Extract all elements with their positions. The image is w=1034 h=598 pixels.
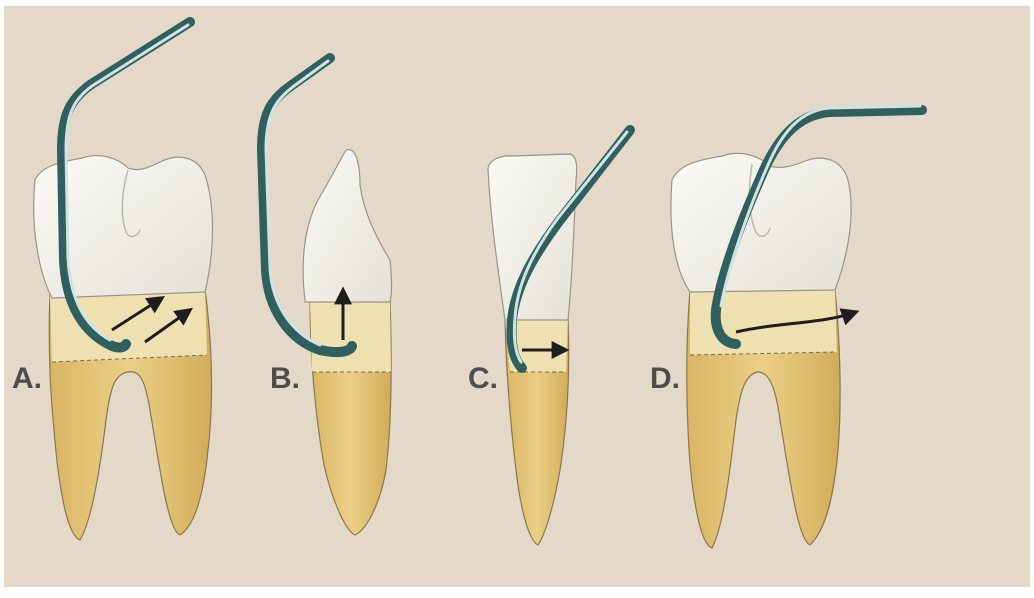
- panel-label-c: C.: [468, 362, 498, 395]
- panel-label-d: D.: [650, 362, 680, 395]
- panel-label-b: B.: [270, 362, 300, 395]
- crown-c: [488, 154, 577, 320]
- panel-label-a: A.: [12, 362, 42, 395]
- cervical-band-b: [310, 300, 391, 372]
